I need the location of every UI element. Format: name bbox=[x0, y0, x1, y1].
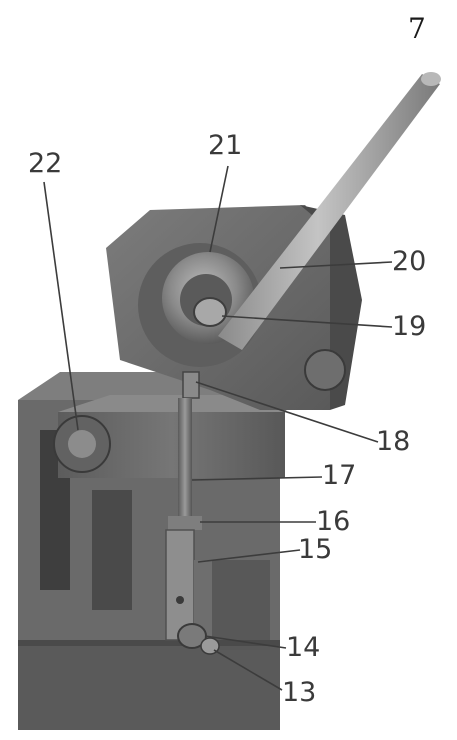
connecting-rod bbox=[165, 371, 220, 655]
callout-22: 22 bbox=[28, 148, 63, 179]
leader-line-17 bbox=[191, 476, 323, 481]
callout-14: 14 bbox=[286, 632, 321, 663]
leader-lines bbox=[43, 165, 393, 691]
leader-line-20 bbox=[279, 261, 393, 269]
callout-17: 17 bbox=[322, 460, 357, 491]
leader-line-14 bbox=[204, 635, 287, 649]
callout-16: 16 bbox=[316, 506, 351, 537]
callout-20: 20 bbox=[392, 246, 427, 277]
callout-21: 21 bbox=[208, 130, 243, 161]
page-number: 7 bbox=[408, 12, 426, 45]
leader-line-19 bbox=[221, 315, 393, 328]
leader-line-21 bbox=[209, 165, 229, 253]
callout-15: 15 bbox=[298, 534, 333, 565]
leader-line-18 bbox=[195, 381, 379, 443]
callout-18: 18 bbox=[376, 426, 411, 457]
leader-line-22 bbox=[43, 181, 79, 431]
leader-line-13 bbox=[213, 649, 283, 691]
callout-13: 13 bbox=[282, 677, 317, 708]
callout-19: 19 bbox=[392, 311, 427, 342]
lever-handle bbox=[218, 72, 441, 350]
leader-line-15 bbox=[197, 549, 301, 563]
